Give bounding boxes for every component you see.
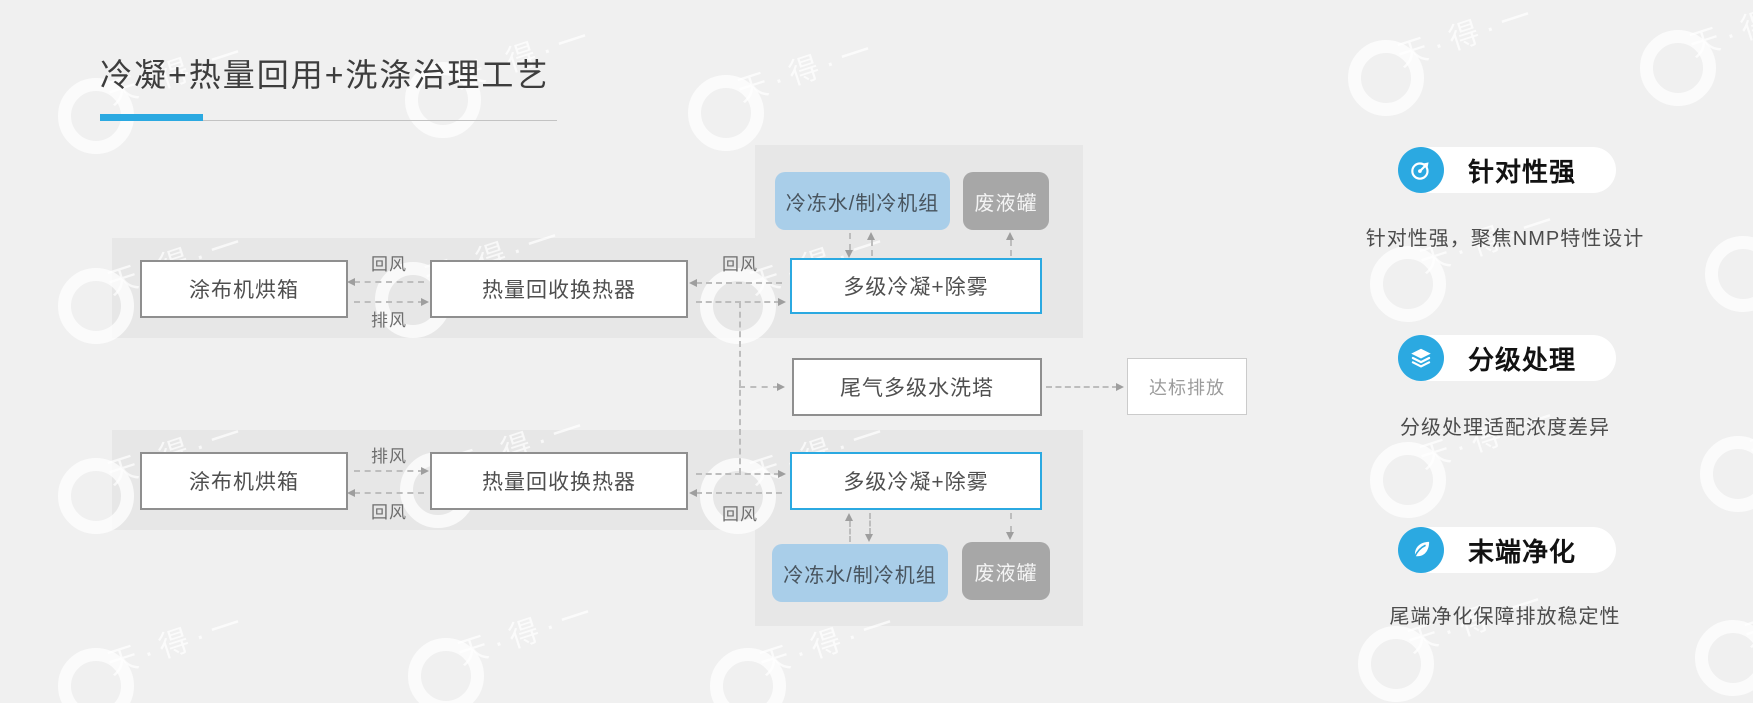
flow-label-return-air: 回风 [722, 505, 758, 524]
brand-watermark: 天·得·一 [408, 595, 602, 703]
flow-line [354, 470, 424, 472]
watermark-ring-icon [710, 648, 786, 703]
flow-line [354, 301, 424, 303]
node-wash-tower: 尾气多级水洗塔 [792, 358, 1042, 416]
watermark-text: 天·得·一 [1393, 0, 1542, 74]
flow-line [696, 492, 782, 494]
arrowhead-right-icon [421, 467, 429, 475]
feature-pill-targeted: 针对性强 [1398, 147, 1616, 193]
node-chiller-top: 冷冻水/制冷机组 [775, 172, 950, 230]
watermark-text: 天·得·一 [1745, 393, 1753, 470]
node-condenser-bottom: 多级冷凝+除雾 [790, 452, 1042, 510]
feature-desc: 分级处理适配浓度差异 [1400, 417, 1610, 439]
node-heat-exchanger-top: 热量回收换热器 [430, 260, 688, 318]
brand-watermark: 天·得·一 [1705, 193, 1753, 312]
watermark-ring-icon [688, 75, 764, 151]
node-waste-tank-bottom: 废液罐 [962, 542, 1050, 600]
feature-title: 末端净化 [1468, 536, 1577, 567]
arrowhead-down-icon [1006, 532, 1014, 540]
watermark-ring-icon [1700, 436, 1753, 512]
leaf-icon [1398, 527, 1444, 573]
flow-label-return-air: 回风 [722, 255, 758, 274]
watermark-text: 天·得·一 [103, 605, 252, 682]
feature-desc: 针对性强，聚焦NMP特性设计 [1365, 228, 1645, 250]
arrowhead-right-icon [778, 298, 786, 306]
brand-watermark: 天·得·一 [1700, 393, 1753, 512]
arrowhead-right-icon [1116, 383, 1124, 391]
arrowhead-right-icon [421, 298, 429, 306]
watermark-ring-icon [408, 638, 484, 703]
brand-watermark: 天·得·一 [1370, 203, 1564, 322]
title-accent-bar [100, 114, 203, 121]
brand-watermark: 天·得·一 [1358, 583, 1552, 702]
flow-line [1046, 386, 1118, 388]
watermark-text: 天·得·一 [453, 595, 602, 672]
flow-label-return-air: 回风 [371, 503, 407, 522]
arrowhead-left-icon [689, 279, 697, 287]
node-chiller-bottom: 冷冻水/制冷机组 [772, 544, 948, 602]
feature-desc: 尾端净化保障排放稳定性 [1389, 606, 1621, 628]
node-oven-bottom: 涂布机烘箱 [140, 452, 348, 510]
brand-watermark: 天·得·一 [1640, 0, 1753, 106]
flow-line [354, 492, 424, 494]
arrowhead-left-icon [347, 489, 355, 497]
watermark-text: 天·得·一 [1685, 0, 1753, 64]
flow-line-vertical [869, 513, 871, 534]
watermark-text: 天·得·一 [1750, 193, 1753, 270]
flow-label-exhaust-air: 排风 [371, 311, 407, 330]
arrowhead-down-icon [845, 250, 853, 258]
feature-title: 分级处理 [1468, 344, 1577, 375]
brand-watermark: 天·得·一 [58, 605, 252, 703]
flow-line [696, 282, 782, 284]
brand-watermark: 天·得·一 [688, 32, 882, 151]
node-condenser-top: 多级冷凝+除雾 [790, 258, 1042, 314]
watermark-text: 天·得·一 [733, 32, 882, 109]
watermark-text: 天·得·一 [1740, 577, 1753, 654]
arrowhead-right-icon [778, 470, 786, 478]
flow-label-return-air: 回风 [371, 255, 407, 274]
arrowhead-down-icon [865, 534, 873, 542]
brand-watermark: 天·得·一 [1370, 399, 1564, 518]
target-icon [1398, 147, 1444, 193]
node-discharge: 达标排放 [1127, 358, 1247, 415]
flow-label-exhaust-air: 排风 [371, 447, 407, 466]
arrowhead-right-icon [777, 383, 785, 391]
watermark-ring-icon [1370, 246, 1446, 322]
flow-line [696, 301, 780, 303]
flow-line [354, 281, 424, 283]
page-title: 冷凝+热量回用+洗涤治理工艺 [100, 57, 550, 93]
flow-line-vertical [739, 302, 741, 474]
node-heat-exchanger-bottom: 热量回收换热器 [430, 452, 688, 510]
flow-line-vertical [871, 240, 873, 256]
title-rule [100, 120, 557, 121]
arrowhead-left-icon [689, 489, 697, 497]
feature-pill-staged: 分级处理 [1398, 335, 1616, 381]
watermark-ring-icon [1348, 40, 1424, 116]
layers-icon [1398, 335, 1444, 381]
watermark-ring-icon [58, 648, 134, 703]
feature-title: 针对性强 [1468, 156, 1577, 187]
brand-watermark: 天·得·一 [1348, 0, 1542, 116]
flow-line-vertical [1010, 513, 1012, 532]
arrowhead-up-icon [845, 513, 853, 521]
node-waste-tank-top: 废液罐 [963, 172, 1049, 230]
arrowhead-up-icon [867, 232, 875, 240]
flow-line-vertical [849, 521, 851, 542]
arrowhead-left-icon [347, 278, 355, 286]
brand-watermark: 天·得·一 [710, 605, 904, 703]
watermark-ring-icon [1358, 626, 1434, 702]
flow-line [739, 386, 779, 388]
flow-line-vertical [849, 233, 851, 250]
watermark-ring-icon [1705, 236, 1753, 312]
node-oven-top: 涂布机烘箱 [140, 260, 348, 318]
watermark-ring-icon [1695, 620, 1753, 696]
watermark-ring-icon [1370, 442, 1446, 518]
feature-pill-end-purify: 末端净化 [1398, 527, 1616, 573]
arrowhead-up-icon [1006, 232, 1014, 240]
brand-watermark: 天·得·一 [1695, 577, 1753, 696]
flow-line [696, 473, 780, 475]
watermark-ring-icon [1640, 30, 1716, 106]
flow-line-vertical [1010, 240, 1012, 256]
